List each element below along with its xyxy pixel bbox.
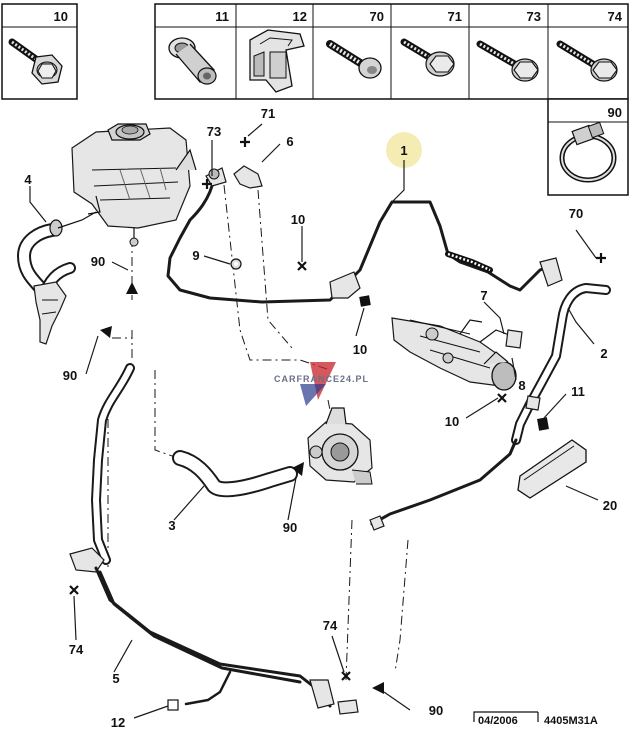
callout-12: 12 <box>111 715 125 730</box>
power-steering-pump <box>307 407 373 485</box>
callout-11: 11 <box>571 384 585 399</box>
bolt-marker <box>297 261 307 271</box>
rivet-nut-marker <box>359 295 371 307</box>
hardware-markers <box>69 137 606 711</box>
callout-71: 71 <box>261 106 275 121</box>
callout-2: 2 <box>600 346 607 361</box>
callout-8: 8 <box>518 378 525 393</box>
callout-20: 20 <box>603 498 617 513</box>
header-ref: 10 <box>54 9 68 24</box>
hex-bolt-thread-icon <box>556 40 618 82</box>
callout-90: 90 <box>429 703 443 718</box>
header-ref: 74 <box>608 9 623 24</box>
callout-7: 7 <box>480 288 487 303</box>
hose-clamp-icon <box>559 121 617 183</box>
header-ref: 12 <box>293 9 307 24</box>
pipe-5 <box>94 566 359 715</box>
callout-10: 10 <box>353 342 367 357</box>
pipe-6 <box>166 165 264 304</box>
watermark: CARFRANCE24.PL <box>274 362 369 406</box>
callout-70: 70 <box>569 206 583 221</box>
callout-labels: 1 2 3 4 5 6 7 8 9 10 10 10 11 12 20 70 7… <box>24 106 617 730</box>
header-ref: 71 <box>448 9 462 24</box>
header-box-left: 10 <box>1 3 78 100</box>
flange-bolt-icon <box>8 38 63 85</box>
hex-bolt-icon <box>400 38 455 77</box>
header-ref: 11 <box>215 9 229 24</box>
stud-marker <box>596 253 606 263</box>
callout-4: 4 <box>24 172 32 187</box>
callout-90: 90 <box>63 368 77 383</box>
clamp-marker <box>100 326 112 338</box>
heat-shield-20 <box>517 439 587 499</box>
header-box-main: 11 12 70 71 73 74 <box>154 3 629 100</box>
callout-73: 73 <box>207 124 221 139</box>
hose-4 <box>17 211 97 345</box>
return-hose <box>69 363 135 573</box>
pipe-1 <box>260 200 563 304</box>
callout-10: 10 <box>291 212 305 227</box>
leader-lines <box>29 123 599 719</box>
callout-9: 9 <box>192 248 199 263</box>
callout-1: 1 <box>400 143 407 158</box>
hose-3 <box>172 450 298 498</box>
header-ref: 70 <box>370 9 384 24</box>
rivet-nut-marker <box>537 417 549 431</box>
header-ref: 90 <box>608 105 622 120</box>
callout-74: 74 <box>323 618 338 633</box>
callout-5: 5 <box>112 671 119 686</box>
assembly-guides <box>107 184 409 681</box>
callout-74: 74 <box>69 642 84 657</box>
bolt-marker <box>497 393 507 403</box>
stud-marker <box>202 179 212 189</box>
clamp-marker <box>372 682 384 694</box>
clip-marker <box>167 699 179 711</box>
footer-code: 4405M31A <box>544 715 598 727</box>
hose-clip-icon <box>249 29 305 93</box>
footer: 04/2006 4405M31A <box>473 711 598 727</box>
highlight-marker <box>386 132 422 168</box>
callout-6: 6 <box>286 134 293 149</box>
reservoir <box>71 123 197 247</box>
callout-3: 3 <box>168 518 175 533</box>
stud-bolt-icon <box>326 40 382 79</box>
footer-date: 04/2006 <box>478 715 518 727</box>
bolt-marker <box>69 585 79 595</box>
header-ref: 73 <box>527 9 541 24</box>
callout-90: 90 <box>283 520 297 535</box>
steering-rack <box>391 317 517 391</box>
hose-2 <box>369 283 611 531</box>
bolt-marker <box>341 671 351 681</box>
callout-90: 90 <box>91 254 105 269</box>
header-box-clamp: 90 <box>547 98 629 196</box>
watermark-text: CARFRANCE24.PL <box>274 374 369 384</box>
hex-bolt-long-icon <box>476 40 539 82</box>
callout-10: 10 <box>445 414 459 429</box>
rivet-nut-icon <box>168 37 217 85</box>
clamp-marker <box>292 462 304 476</box>
clamp-marker <box>126 282 138 294</box>
stud-marker <box>240 137 250 147</box>
